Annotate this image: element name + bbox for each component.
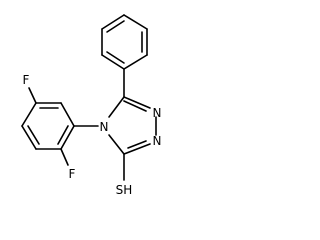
bond — [123, 96, 151, 109]
nitrogen-label-right-top: N — [153, 106, 162, 120]
double-bond — [27, 125, 40, 145]
double-bond — [127, 140, 147, 149]
bond — [101, 54, 125, 70]
double-bond — [123, 100, 147, 112]
thiol-label: SH — [116, 183, 133, 197]
bond — [21, 125, 37, 150]
fluorine-label-top: F — [23, 73, 30, 87]
bond — [123, 54, 148, 70]
bond-fluorine-top — [28, 87, 37, 104]
difluorophenyl-ring — [21, 87, 75, 166]
nitrogen-label-right-bottom: N — [153, 134, 162, 148]
triazole-ring — [108, 96, 157, 155]
bond — [60, 125, 75, 150]
double-bond — [106, 51, 125, 64]
phenyl-ring — [101, 14, 148, 70]
bond — [108, 134, 125, 155]
bond — [101, 14, 125, 30]
fluorine-label-bottom: F — [69, 167, 76, 181]
nitrogen-label-center: N — [100, 120, 109, 134]
bond — [60, 102, 75, 127]
structure-diagram: F F N N N SH — [21, 14, 162, 197]
bond — [123, 14, 148, 30]
bond-fluorine-bottom — [60, 148, 69, 166]
bond — [108, 96, 125, 118]
molecule-drawing: F F N N N SH — [21, 14, 162, 197]
double-bond — [57, 125, 69, 145]
double-bond — [106, 20, 125, 33]
bond — [123, 143, 151, 155]
bond — [21, 102, 37, 127]
